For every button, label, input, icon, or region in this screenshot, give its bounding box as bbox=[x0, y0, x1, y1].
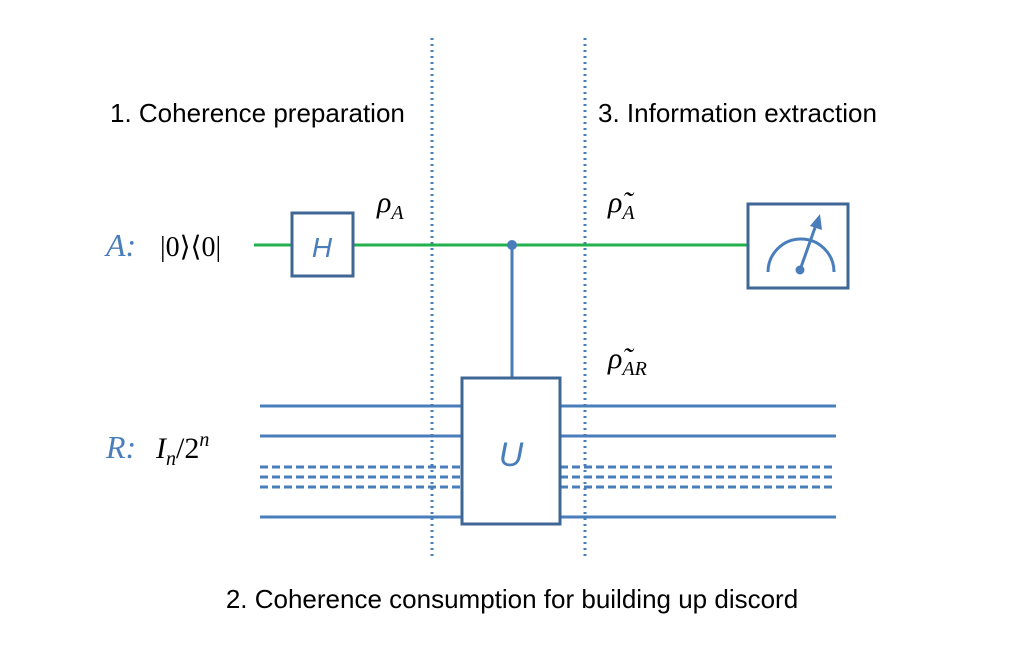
register-r-state-base: I bbox=[155, 432, 168, 465]
rho-a-tilde-label: ρ̃A bbox=[607, 186, 635, 224]
register-r-state-divisor: /2 bbox=[176, 432, 199, 465]
register-r-state-subscript: n bbox=[166, 448, 176, 470]
rho-a-tilde-subscript: A bbox=[620, 202, 635, 224]
rho-ar-tilde-subscript: AR bbox=[620, 358, 646, 380]
qubit-a-label: A: bbox=[104, 227, 136, 263]
rho-a-subscript: A bbox=[389, 202, 404, 224]
qubit-a-initial-state: |0⟩⟨0| bbox=[160, 232, 221, 263]
stage-2-title: 2. Coherence consumption for building up… bbox=[226, 584, 798, 614]
register-r-label: R: bbox=[105, 429, 136, 465]
rho-a-symbol: ρ bbox=[376, 186, 391, 219]
control-dot bbox=[507, 240, 517, 250]
unitary-gate-label: U bbox=[499, 436, 524, 474]
hadamard-gate-label: H bbox=[312, 232, 333, 263]
rho-ar-tilde-label: ρ̃AR bbox=[607, 342, 647, 380]
rho-a-label: ρA bbox=[376, 186, 404, 224]
hadamard-gate bbox=[290, 211, 355, 278]
register-r-initial-state: In/2n bbox=[155, 429, 209, 470]
meter-icon bbox=[766, 214, 836, 275]
stage-3-title: 3. Information extraction bbox=[598, 98, 877, 128]
measurement-box bbox=[746, 202, 850, 290]
register-r-state-superscript: n bbox=[199, 429, 209, 451]
unitary-gate bbox=[460, 376, 562, 526]
stage-1-title: 1. Coherence preparation bbox=[110, 98, 405, 128]
